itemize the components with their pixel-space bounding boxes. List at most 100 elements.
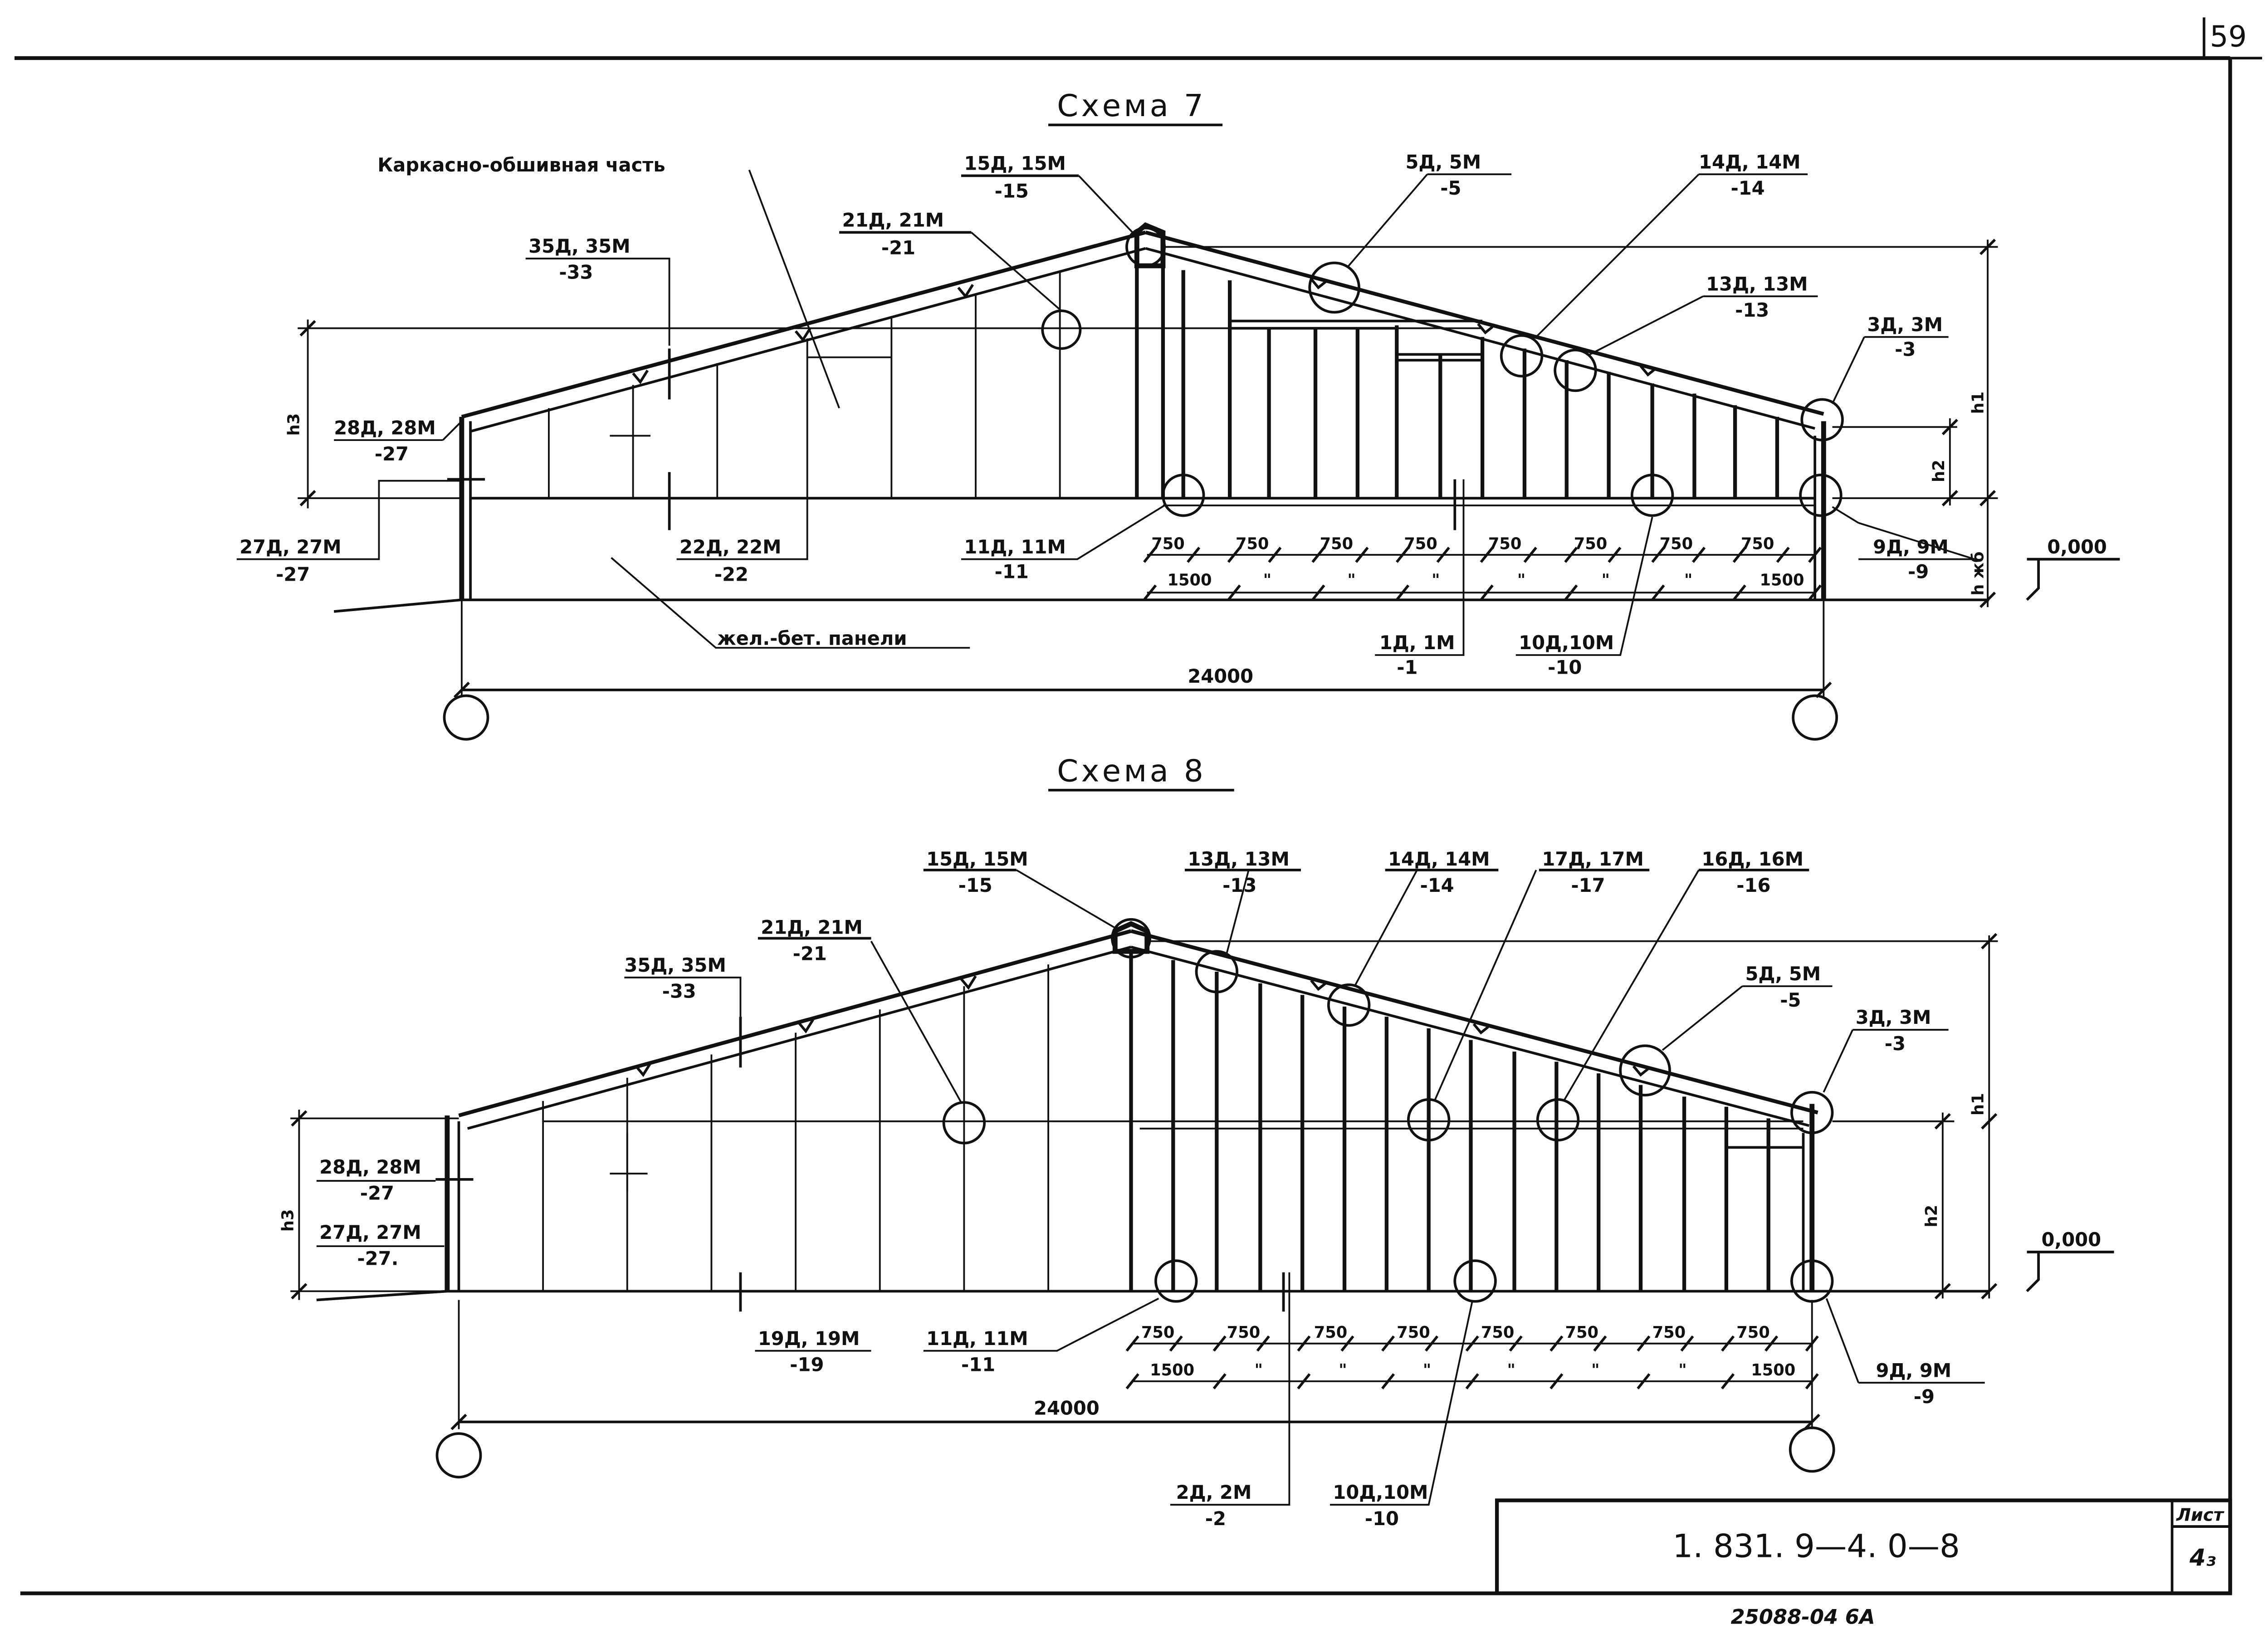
- callout-sub: -33: [662, 980, 696, 1003]
- s7-hzhb: h жб: [1969, 552, 1987, 596]
- s7-callout-1: 1Д, 1М -1: [1379, 631, 1455, 678]
- callout-mark: 5Д, 5М: [1745, 963, 1821, 985]
- s8-dim-750: 750: [1314, 1323, 1347, 1342]
- callout-sub: -27: [360, 1182, 394, 1204]
- s8-callouts: 15Д, 15М -15 13Д, 13М -13 14Д, 14М -14 1…: [319, 848, 1951, 1530]
- s8-callout-27: 27Д, 27М -27.: [319, 1221, 421, 1270]
- s7-dim-ditto: ": [1347, 571, 1355, 589]
- s8-dim-1500: 1500: [1751, 1361, 1795, 1380]
- s8-callout-35: 35Д, 35М -33: [624, 954, 726, 1003]
- s7-callouts: 15Д, 15М -15 5Д, 5М -5 14Д, 14М -14 21Д,…: [240, 151, 1949, 678]
- s8-callout-9: 9Д, 9М -9: [1876, 1359, 1952, 1408]
- s8-h1: h1: [1969, 1093, 1987, 1115]
- callout-mark: 3Д, 3М: [1867, 313, 1943, 336]
- s8-callout-21: 21Д, 21М -21: [758, 916, 871, 964]
- callout-mark: 14Д, 14М: [1388, 848, 1490, 870]
- callout-mark: 11Д, 11М: [926, 1327, 1028, 1350]
- s7-dim-750: 750: [1151, 534, 1184, 553]
- s7-callout-21: 21Д, 21М -21: [839, 209, 972, 259]
- callout-sub: -33: [559, 261, 593, 284]
- page-number: 59: [2210, 20, 2247, 54]
- title-block: [1495, 1498, 2232, 1595]
- s8-dim-ditto: ": [1591, 1361, 1599, 1380]
- s7-dim-ditto: ": [1263, 571, 1271, 589]
- sheet-header-label: Лист: [2176, 1505, 2225, 1525]
- s8-bay-dims: 750 750 750 750 750 750 750 750 1500 " "…: [1141, 1323, 1795, 1380]
- callout-mark: 13Д, 13М: [1706, 273, 1808, 295]
- s8-callout-14: 14Д, 14М -14: [1385, 848, 1499, 896]
- s7-dim-1500: 1500: [1760, 571, 1804, 589]
- s8-dim-750: 750: [1736, 1323, 1769, 1342]
- callout-sub: -27: [276, 563, 310, 586]
- callout-sub: -22: [714, 563, 748, 586]
- callout-sub: -15: [958, 874, 992, 896]
- s8-dim-ditto: ": [1255, 1361, 1263, 1380]
- s8-h2: h2: [1922, 1205, 1941, 1228]
- s7-callout-13: 13Д, 13М -13: [1706, 273, 1808, 321]
- s7-dim-750: 750: [1741, 534, 1774, 553]
- callout-sub: -5: [1440, 177, 1461, 199]
- s7-callout-9: 9Д, 9М -9: [1873, 536, 1949, 582]
- s8-callout-13: 13Д, 13М -13: [1184, 848, 1301, 896]
- callout-mark: 14Д, 14М: [1699, 151, 1801, 173]
- callout-mark: 17Д, 17М: [1542, 848, 1644, 870]
- s8-dim-ditto: ": [1507, 1361, 1515, 1380]
- s7-dim-750: 750: [1574, 534, 1607, 553]
- callout-mark: 13Д, 13М: [1188, 848, 1290, 870]
- s7-dim-ditto: ": [1432, 571, 1440, 589]
- callout-sub: -14: [1420, 874, 1454, 896]
- callout-mark: 21Д, 21М: [761, 916, 863, 939]
- s8-dim-750: 750: [1652, 1323, 1686, 1342]
- s8-callout-2: 2Д, 2М -2: [1176, 1481, 1252, 1530]
- scheme-7: Схема 7: [236, 88, 2120, 741]
- s7-callout-35: 35Д, 35М -33: [528, 235, 631, 284]
- callout-mark: 10Д,10М: [1333, 1481, 1428, 1503]
- s8-dim-750: 750: [1141, 1323, 1174, 1342]
- s8-callout-5: 5Д, 5М -5: [1745, 963, 1821, 1011]
- callout-mark: 2Д, 2М: [1176, 1481, 1252, 1503]
- s8-dim-ditto: ": [1339, 1361, 1347, 1380]
- callout-sub: -16: [1736, 874, 1770, 896]
- callout-mark: 9Д, 9М: [1873, 536, 1949, 558]
- s7-callout-5: 5Д, 5М -5: [1405, 151, 1481, 199]
- s7-callout-27: 27Д, 27М -27: [240, 536, 342, 586]
- s7-span: 24000: [1188, 665, 1253, 687]
- s7-callout-15: 15Д, 15М -15: [961, 152, 1079, 202]
- s8-dim-750: 750: [1227, 1323, 1260, 1342]
- s7-callout-14: 14Д, 14М -14: [1699, 151, 1801, 199]
- callout-mark: 28Д, 28М: [319, 1156, 421, 1178]
- callout-sub: -27: [375, 443, 409, 465]
- callout-sub: -13: [1222, 874, 1256, 896]
- s7-dim-ditto: ": [1684, 571, 1692, 589]
- callout-mark: 27Д, 27М: [319, 1221, 421, 1243]
- s7-note-frame: Каркасно-обшивная часть: [377, 154, 665, 176]
- s8-h3: h3: [279, 1209, 298, 1232]
- s7-callout-22: 22Д, 22М -22: [679, 536, 782, 586]
- s7-dim-750: 750: [1236, 534, 1269, 553]
- s7-bay-dims: 750 750 750 750 750 750 750 750 1500 " "…: [1151, 534, 1804, 589]
- callout-sub: -14: [1730, 177, 1765, 199]
- s8-callout-19: 19Д, 19М -19: [758, 1327, 860, 1376]
- callout-sub: -3: [1895, 338, 1916, 360]
- callout-mark: 19Д, 19М: [758, 1327, 860, 1350]
- callout-mark: 15Д, 15М: [926, 848, 1028, 870]
- callout-mark: 1Д, 1М: [1379, 631, 1455, 654]
- s8-dim-750: 750: [1397, 1323, 1430, 1342]
- s8-dim-ditto: ": [1678, 1361, 1686, 1380]
- callout-mark: 22Д, 22М: [679, 536, 782, 558]
- s7-dim-750: 750: [1660, 534, 1693, 553]
- callout-sub: -11: [961, 1353, 995, 1375]
- s7-dim-ditto: ": [1517, 571, 1525, 589]
- s8-callout-28: 28Д, 28М -27: [319, 1156, 421, 1204]
- callout-mark: 3Д, 3М: [1856, 1006, 1931, 1028]
- s8-callout-10: 10Д,10М -10: [1333, 1481, 1428, 1530]
- s7-h1: h1: [1969, 391, 1987, 414]
- s7-callout-10: 10Д,10М -10: [1519, 631, 1614, 678]
- callout-mark: 21Д, 21М: [842, 209, 944, 231]
- callout-mark: 10Д,10М: [1519, 631, 1614, 654]
- callout-sub: -21: [881, 236, 915, 259]
- s7-dim-750: 750: [1404, 534, 1437, 553]
- s7-dim-750: 750: [1488, 534, 1521, 553]
- callout-sub: -13: [1735, 299, 1769, 321]
